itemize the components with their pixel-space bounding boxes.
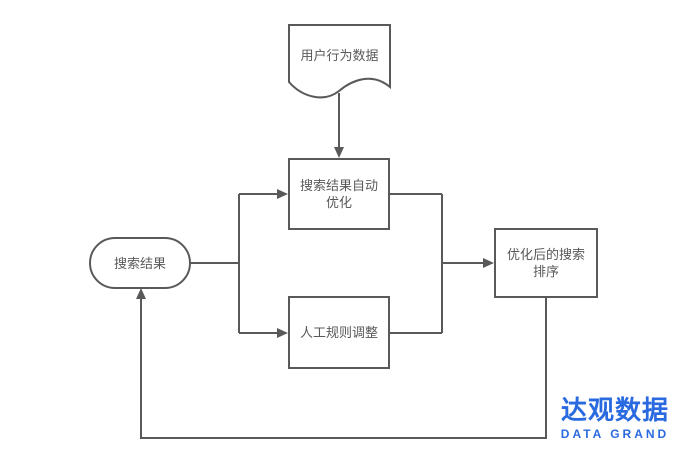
document-shape	[288, 24, 391, 99]
edge-merge-to-ranking	[389, 193, 484, 334]
node-label-optimized-ranking: 优化后的搜索排序	[506, 247, 585, 279]
node-search-results: 搜索结果	[90, 238, 190, 288]
arrowhead-into-auto-left	[277, 189, 288, 199]
node-label-auto-optimize: 搜索结果自动优化	[299, 178, 378, 210]
datagrand-logo: 达观数据 DATA GRAND	[556, 395, 674, 441]
node-manual-rules: 人工规则调整	[289, 297, 389, 368]
node-label-manual-rules: 人工规则调整	[299, 325, 378, 340]
node-user-behavior-data: 用户行为数据	[289, 25, 390, 85]
node-optimized-ranking: 优化后的搜索排序	[495, 229, 597, 297]
node-label-user-behavior-data: 用户行为数据	[300, 47, 379, 63]
manual-rules-shape	[288, 296, 390, 369]
arrowhead-into-search-bottom	[136, 288, 146, 299]
node-auto-optimize: 搜索结果自动优化	[289, 159, 389, 229]
edge-search-split	[190, 193, 278, 334]
logo-chinese-name: 达观数据	[560, 395, 669, 425]
logo-english-name: DATA GRAND	[560, 427, 670, 441]
arrowhead-into-auto-top	[334, 147, 344, 158]
arrowhead-into-manual-left	[277, 328, 288, 338]
auto-optimize-shape	[288, 158, 390, 230]
edge-feedback-loop	[140, 297, 547, 439]
arrowhead-into-ranking-left	[483, 258, 494, 268]
node-label-search-results: 搜索结果	[113, 255, 166, 271]
